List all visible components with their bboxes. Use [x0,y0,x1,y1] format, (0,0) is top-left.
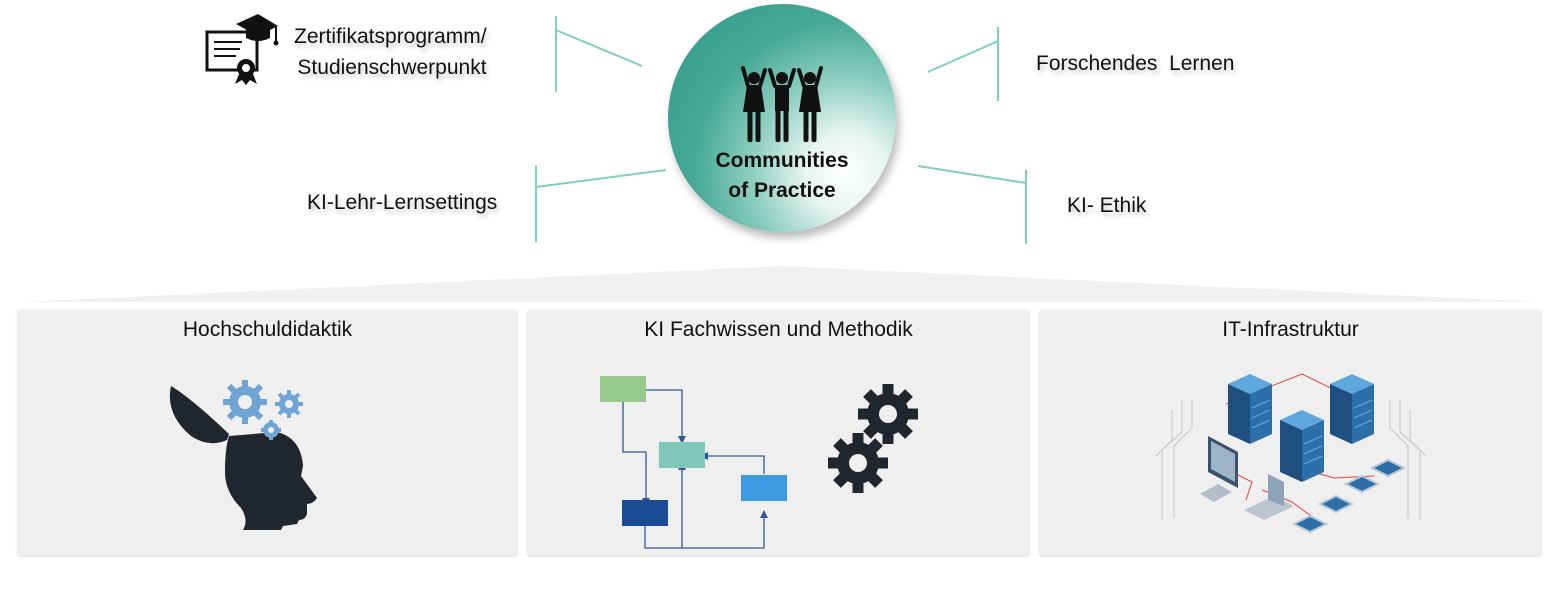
flowchart-box-blue [741,475,787,501]
hub-label-line1: Communities [715,149,849,172]
network-devices [1291,458,1407,534]
laptop [1244,474,1294,520]
server-middle [1280,410,1324,482]
pillar-title: Hochschuldidaktik [182,318,353,341]
topic-ki-ethik: KI- Ethik [1067,194,1147,217]
server-network-icon [1155,373,1427,534]
topic-ki-lehr-lernsettings: KI-Lehr-Lernsettings [307,191,498,214]
pillar-hochschuldidaktik: Hochschuldidaktik [18,310,517,555]
communities-of-practice-hub: Communities of Practice [668,4,896,232]
topic-zertifikatsprogramm: Zertifikatsprogramm/ Studienschwerpunkt [294,21,487,83]
flowchart-box-navy [622,500,668,526]
server-right [1330,374,1374,444]
gear-icon-upper [858,384,918,444]
server-left [1228,374,1272,444]
pillar-title: KI Fachwissen und Methodik [644,318,913,341]
gear-icon-lower [828,433,888,493]
hub-label-line2: of Practice [728,179,836,202]
flowchart-box-teal [659,442,705,468]
flowchart-box-green [600,376,646,402]
head-with-gears-icon [169,380,317,530]
connector-lehr-lern [535,169,667,188]
roof-shape [22,266,1540,302]
people-cheering-icon [741,66,823,142]
pillar-ki-fachwissen: KI Fachwissen und Methodik [528,310,1029,555]
flowchart-and-gears-icon [600,376,918,549]
topic-zertifikatsprogramm-line1: Zertifikatsprogramm/ [294,25,487,48]
connector-ethik [917,165,1027,184]
pillar-it-infrastruktur: IT-Infrastruktur [1040,310,1541,555]
pillar-title: IT-Infrastruktur [1222,318,1359,341]
topic-zertifikatsprogramm-line2: Studienschwerpunkt [297,56,487,79]
connector-zertifikat [555,29,643,67]
topic-forschendes-lernen: Forschendes Lernen [1036,52,1235,75]
connector-forschendes [927,40,999,73]
desktop-computer [1200,436,1238,502]
certificate-graduation-icon [205,14,279,85]
connector-lines [535,16,1027,244]
